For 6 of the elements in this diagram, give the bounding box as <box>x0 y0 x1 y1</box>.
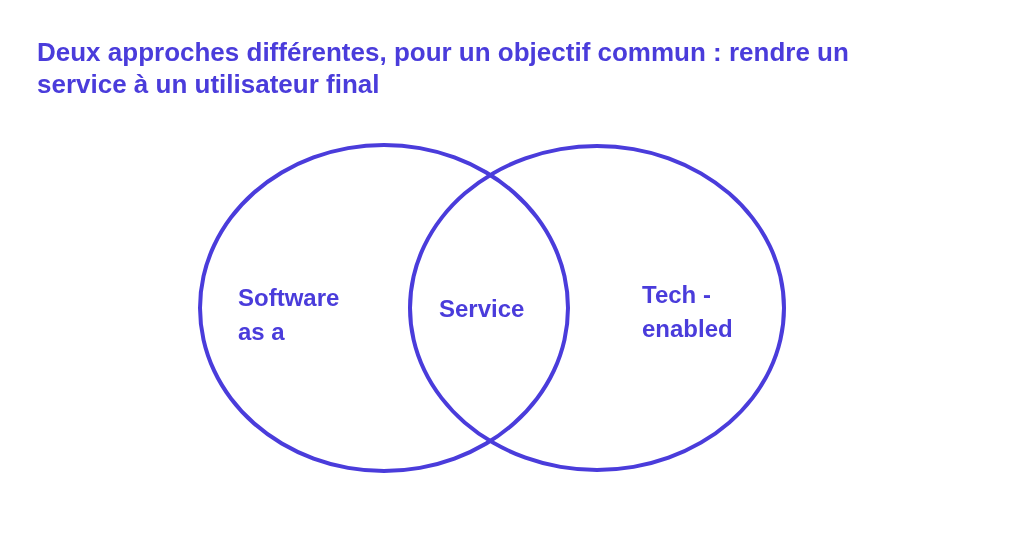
venn-circle <box>198 143 570 473</box>
overlap-label: Service <box>439 294 525 324</box>
circle-label: Software as a <box>238 283 341 347</box>
venn-circle <box>408 144 786 472</box>
diagram-title: Deux approches différentes, pour un objectif commun : rendre un service à un utilisateur final <box>37 36 850 100</box>
circle-label: Tech -enabled <box>642 280 734 344</box>
